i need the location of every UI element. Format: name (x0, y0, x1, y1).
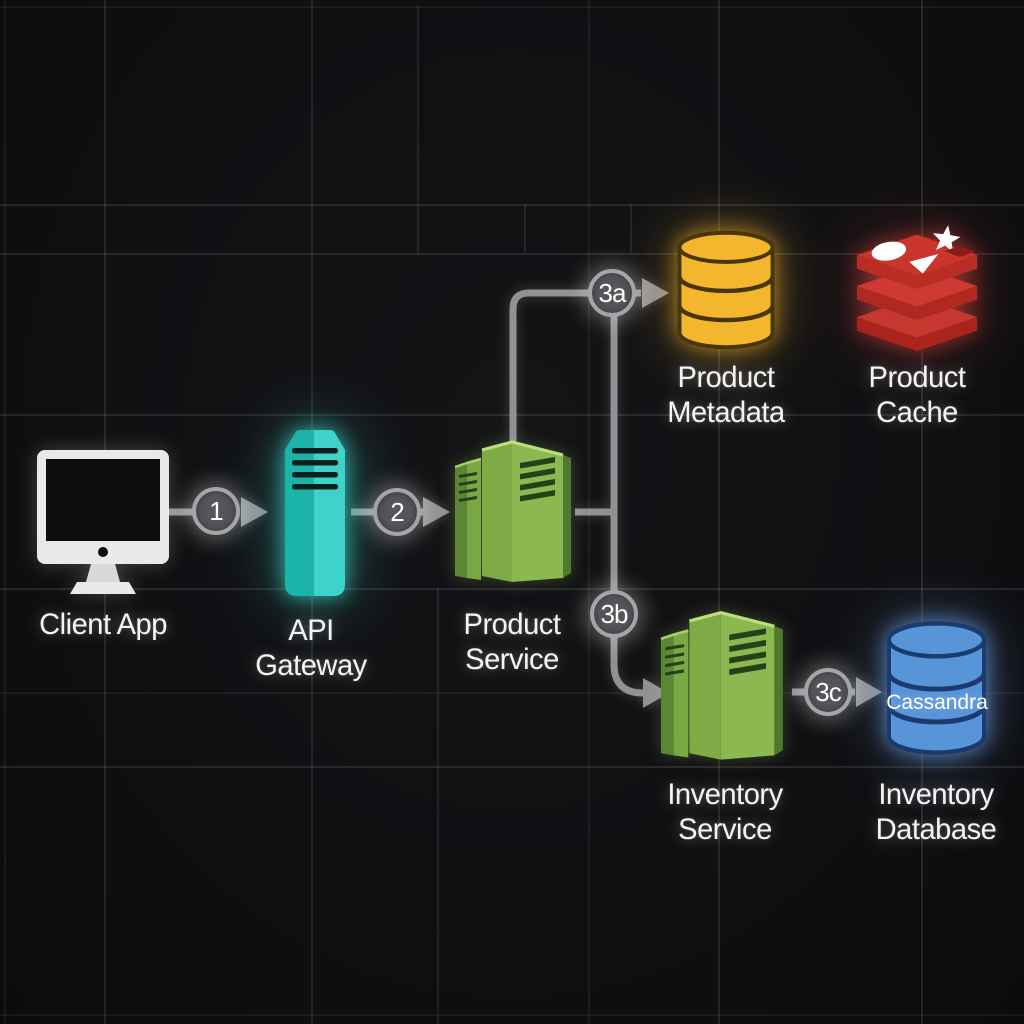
grid-line (0, 1014, 1024, 1016)
product-cache-node (853, 222, 981, 354)
step-badge-1: 1 (192, 487, 240, 535)
redis-cache-icon (856, 225, 978, 352)
step-badge-2: 2 (373, 488, 421, 536)
grid-line (630, 204, 632, 253)
product-metadata-node (674, 228, 778, 352)
grid-line (417, 6, 419, 254)
database-cylinder-icon (885, 618, 988, 758)
arrowhead-product-to-metadata (642, 278, 669, 308)
api-gateway-node (283, 428, 347, 598)
server-tower-icon (650, 600, 798, 768)
inventory-service-node (650, 600, 798, 768)
step-badge-3a: 3a (588, 269, 636, 317)
connector-trunk-to-inventory (610, 300, 644, 697)
arrowhead-gateway-to-product (423, 497, 450, 527)
grid-line (0, 204, 1024, 206)
grid-line (921, 0, 923, 1024)
inventory-database-node (885, 618, 988, 758)
grid-line (524, 204, 526, 253)
arrowhead-client-to-gateway (241, 497, 268, 527)
arrowhead-trunk-to-inventory (643, 678, 669, 708)
step-badge-3c: 3c (804, 668, 852, 716)
inventory-database-label: Inventory Database (875, 778, 997, 846)
step-badge-3b: 3b (590, 590, 638, 638)
server-tower-icon (445, 430, 585, 590)
product-cache-label: Product Cache (868, 361, 966, 429)
cassandra-engine-label: Cassandra (886, 691, 988, 714)
grid-line (0, 766, 1024, 768)
product-service-node (445, 430, 585, 590)
connector-product-to-metadata (509, 289, 641, 442)
grid-line (437, 588, 439, 1024)
grid-line (0, 692, 1024, 694)
client-app-label: Client App (39, 608, 167, 641)
grid-line (0, 6, 1024, 8)
client-app-node (35, 448, 171, 598)
database-cylinder-icon (674, 228, 778, 352)
grid-line (718, 0, 720, 1024)
desktop-monitor-icon (37, 450, 169, 594)
product-metadata-label: Product Metadata (667, 361, 785, 429)
grid-line (4, 0, 6, 1024)
grid-line (0, 588, 1024, 590)
arrowhead-inventory-to-database (856, 677, 882, 707)
grid-line (0, 253, 1024, 255)
api-gateway-label: API Gateway (255, 614, 367, 682)
inventory-service-label: Inventory Service (667, 778, 783, 846)
product-service-label: Product Service (463, 608, 561, 676)
api-gateway-tower-icon (285, 430, 345, 596)
